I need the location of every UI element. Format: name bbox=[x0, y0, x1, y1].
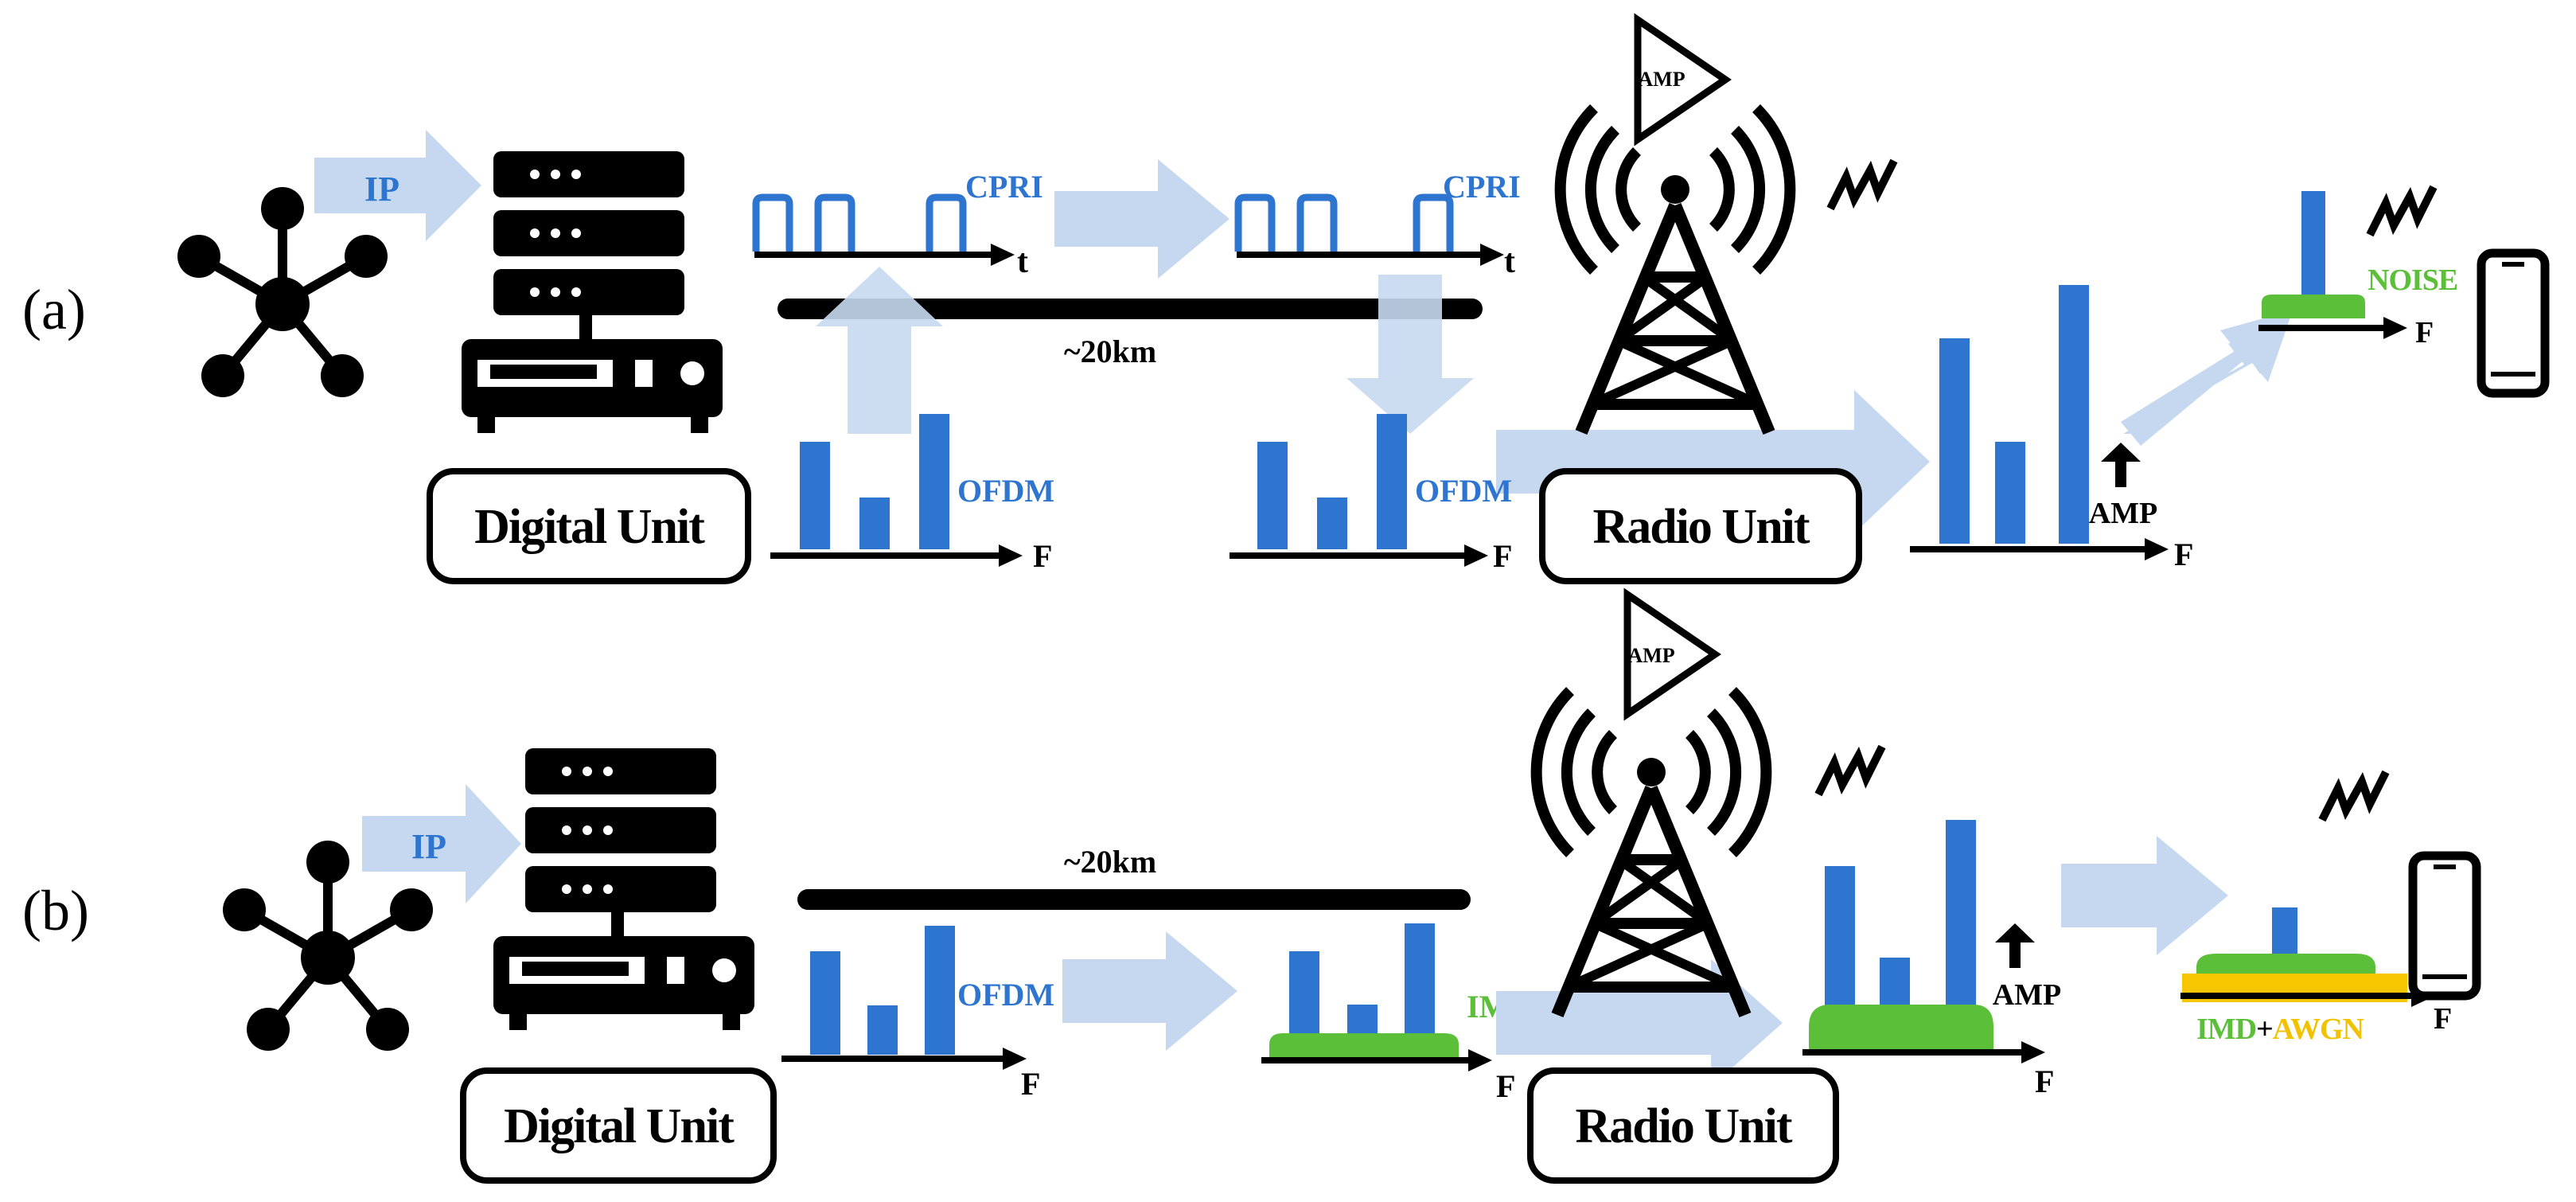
panel-b-label: (b) bbox=[22, 879, 89, 942]
radio-unit-box-b bbox=[1527, 1067, 1839, 1184]
radio-unit-label: Radio Unit bbox=[1592, 500, 1810, 554]
up-conversion-arrow bbox=[816, 267, 943, 434]
freq-axis-label-4: F bbox=[2415, 316, 2434, 349]
wireless-zigzag-icon-ue bbox=[2370, 187, 2434, 235]
amp-up-arrow-icon-b bbox=[1995, 923, 2035, 968]
fiber-distance-label-b: ~20km bbox=[1064, 844, 1156, 880]
ip-arrow bbox=[314, 130, 481, 241]
ofdm-spectrum-right bbox=[1230, 414, 1488, 567]
freq-axis-label-b3: F bbox=[2035, 1063, 2054, 1099]
cpri-label-right: CPRI bbox=[1443, 169, 1521, 205]
amp-triangle-label-b: AMP bbox=[1627, 644, 1674, 667]
fronthaul-arrow bbox=[1496, 390, 1930, 533]
freq-axis-label-3: F bbox=[2174, 537, 2193, 572]
server-rack-icon-b bbox=[493, 748, 754, 1030]
ofdm-spectrum-b bbox=[781, 926, 1027, 1070]
panel-b: (b) IP Digital Unit ~20km OFDM F bbox=[22, 595, 2477, 1184]
digital-unit-box-b bbox=[460, 1067, 777, 1184]
amplified-spectrum bbox=[1910, 285, 2169, 560]
received-spectrum-imd-awgn bbox=[2180, 907, 2435, 1007]
freq-axis-label-b1: F bbox=[1021, 1066, 1040, 1102]
ip-label: IP bbox=[364, 170, 399, 209]
downlink-arrow-b bbox=[2061, 836, 2228, 955]
amp-arrow-label: AMP bbox=[2089, 497, 2158, 530]
digital-unit-label-b: Digital Unit bbox=[504, 1099, 735, 1153]
radio-unit-label-b: Radio Unit bbox=[1575, 1099, 1792, 1153]
digital-unit-label: Digital Unit bbox=[474, 500, 705, 554]
received-spectrum-noisy bbox=[2258, 191, 2407, 339]
amplified-spectrum-b bbox=[1802, 820, 2045, 1063]
ip-arrow-b bbox=[362, 784, 521, 903]
radio-tower-icon bbox=[1561, 108, 1791, 432]
amp-up-arrow-icon bbox=[2101, 443, 2141, 487]
transfer-arrow-b bbox=[1062, 931, 1237, 1051]
noise-label: NOISE bbox=[2368, 263, 2457, 297]
smartphone-icon-b bbox=[2413, 856, 2477, 996]
cpri-transfer-arrow bbox=[1054, 159, 1230, 279]
ofdm-label-right: OFDM bbox=[1415, 473, 1512, 509]
amp-triangle-label: AMP bbox=[1638, 68, 1685, 91]
imd-awgn-label-plus: + bbox=[2256, 1013, 2273, 1046]
cpri-label-left: CPRI bbox=[965, 169, 1043, 205]
freq-axis-label-b2: F bbox=[1496, 1068, 1515, 1104]
panel-a-label: (a) bbox=[22, 278, 86, 341]
server-rack-icon bbox=[462, 151, 723, 433]
cpri-pulse-train-left bbox=[752, 193, 1015, 266]
smartphone-icon bbox=[2481, 253, 2545, 393]
ofdm-label-b: OFDM bbox=[957, 977, 1054, 1013]
wireless-zigzag-icon-b bbox=[1818, 747, 1882, 794]
digital-unit-box bbox=[427, 468, 751, 584]
amp-arrow-label-b: AMP bbox=[1993, 978, 2062, 1012]
ofdm-spectrum-left bbox=[770, 414, 1023, 567]
freq-axis-label-1: F bbox=[1033, 538, 1052, 574]
imd-awgn-label-awgn: AWGN bbox=[2273, 1013, 2364, 1046]
freq-axis-label-b4: F bbox=[2434, 1002, 2452, 1036]
freq-axis-label-2: F bbox=[1493, 538, 1512, 574]
network-hub-icon-b bbox=[223, 841, 433, 1051]
network-hub-icon bbox=[177, 187, 388, 397]
panel-a: (a) IP Digital Unit CPRI t CPRI t ~20km bbox=[22, 20, 2545, 584]
wireless-zigzag-icon bbox=[1830, 161, 1894, 209]
cpri-pulse-train-right bbox=[1234, 193, 1504, 266]
down-conversion-arrow bbox=[1346, 275, 1474, 434]
spectrum-with-imd bbox=[1261, 923, 1492, 1071]
wireless-zigzag-icon-ue-b bbox=[2322, 772, 2386, 820]
ip-label-b: IP bbox=[411, 827, 446, 866]
imd-awgn-label-imd: IMD bbox=[2196, 1013, 2256, 1046]
ofdm-label-left: OFDM bbox=[957, 473, 1054, 509]
radio-tower-icon-b bbox=[1537, 691, 1767, 1015]
fiber-distance-label: ~20km bbox=[1064, 334, 1156, 369]
time-axis-label-right: t bbox=[1504, 244, 1515, 280]
time-axis-label-left: t bbox=[1017, 244, 1028, 280]
imd-awgn-label: IMD+AWGN bbox=[2196, 1013, 2364, 1046]
radio-unit-box bbox=[1539, 468, 1862, 584]
